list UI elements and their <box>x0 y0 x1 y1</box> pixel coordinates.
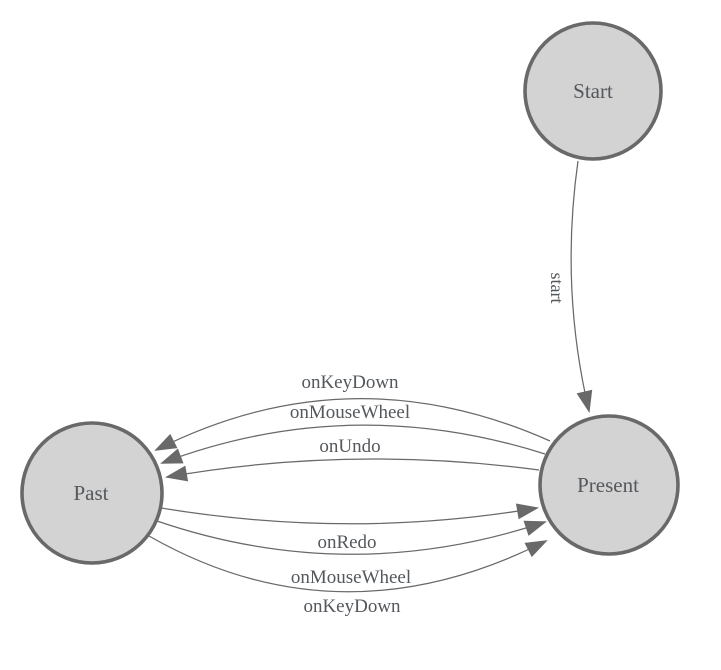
edge-past-to-present-onredo <box>154 503 539 525</box>
state-node-start-label: Start <box>573 79 613 103</box>
edge-present-to-past-onkeydown <box>154 398 551 451</box>
edge-label-onmousewheel-bottom: onMouseWheel <box>291 567 411 588</box>
edge-label-onredo: onRedo <box>317 532 376 553</box>
state-node-start-circle <box>523 21 663 161</box>
edge-start-to-present <box>570 160 593 413</box>
edge-label-onmousewheel-top: onMouseWheel <box>290 402 410 423</box>
edge-past-to-present-onkeydown <box>148 535 548 593</box>
state-node-present-circle <box>538 414 680 556</box>
state-node-start: Start <box>523 21 663 161</box>
edge-label-onkeydown-bottom: onKeyDown <box>303 596 401 617</box>
state-node-past-label: Past <box>73 481 108 505</box>
state-node-present: Present <box>538 414 680 556</box>
edge-label-onkeydown-top: onKeyDown <box>301 372 399 393</box>
edge-present-to-past-onundo <box>165 458 540 482</box>
edge-present-to-past-onmousewheel <box>160 424 546 464</box>
state-node-past: Past <box>20 421 164 565</box>
state-node-past-circle <box>20 421 164 565</box>
edge-label-start: start <box>547 273 567 304</box>
edge-past-to-present-onmousewheel <box>156 520 547 555</box>
edge-label-onundo: onUndo <box>319 436 380 457</box>
state-node-present-label: Present <box>577 473 639 497</box>
